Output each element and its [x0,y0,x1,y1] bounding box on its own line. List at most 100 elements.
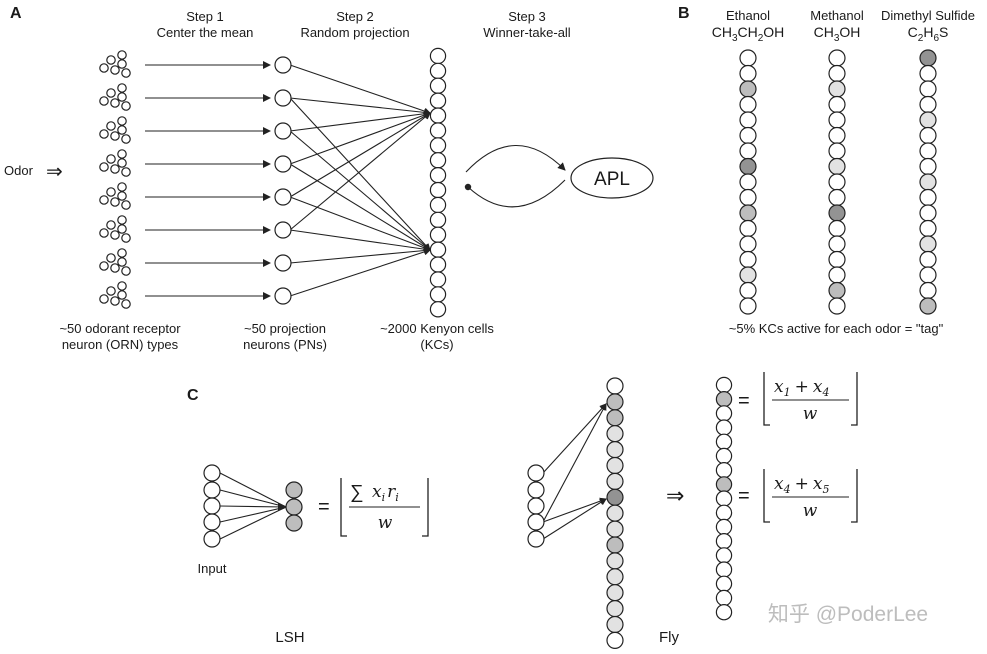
orn-cell [99,129,109,139]
pn-node [274,155,292,173]
orn-cell [117,257,127,267]
kc-tag-node [739,204,757,222]
orn-cell [99,96,109,106]
kc-node [429,152,447,169]
kc-tag-node [919,297,937,315]
kc-node [429,107,447,124]
odor-tag-columns [739,49,937,315]
kc-tag-node [828,173,846,191]
odorant-ethanol-name: Ethanol [726,8,770,23]
fly-formula2-brackets [763,469,858,523]
pn-node [274,221,292,239]
orn-cell [121,167,131,177]
fly-projection-line [542,403,607,523]
pn-to-kc-line [289,247,431,264]
lsh-denominator: w [378,513,393,533]
odorant-dimethyl-sulfide-formula: C2H6S [908,24,949,44]
kc-node [429,92,447,109]
fly-hash-node [715,476,733,493]
apl-neuron [570,157,654,199]
orn-cell [121,299,131,309]
inhibition-terminal [464,183,472,191]
odor-tag-column [739,49,757,315]
tag-caption: ~5% KCs active for each odor = "tag" [729,321,944,336]
fly-input-node [527,497,545,515]
pn-to-kc-line [289,97,431,116]
lsh-input-node [203,481,221,499]
kc-tag-node [739,95,757,114]
fly-formula2-equals: = [738,485,750,507]
fly-projection-line [542,403,607,474]
orn-cell [110,131,120,141]
fly-kc-node [606,472,624,490]
kc-tag-node [739,219,757,238]
pn-node [274,287,292,305]
orn-cluster [99,281,131,309]
kc-node [429,122,447,139]
lsh-arrowhead [278,503,288,511]
kc-tag-node [828,80,846,98]
kc-tag-node [919,204,937,222]
kc-node [429,241,447,258]
orn-cell [106,187,116,197]
step3-subtitle: Winner-take-all [483,25,571,40]
orn-cell [110,263,120,273]
lsh-output-node [285,498,303,516]
orn-cluster [99,182,131,210]
orn-cell [106,88,116,98]
kc-tag-node [828,126,846,145]
fly-input-node [527,481,545,499]
kc-label-line2: (KCs) [420,337,453,352]
kc-tag-node [739,49,757,67]
lsh-equals: = [318,496,330,518]
pn-to-kc-line [289,110,431,132]
fly-kc-node [606,599,624,618]
fly-hash-node [715,575,733,593]
fly-projection-line [542,497,607,523]
lsh-projection-line [219,506,287,540]
fly-title: Fly [659,629,679,646]
lsh-diagram [203,464,303,548]
fly-input-node [527,513,545,531]
orn-cell [99,63,109,73]
pn-node [274,254,292,272]
kc-tag-node [828,219,846,238]
kc-node [429,77,447,95]
kc-tag-node [919,188,937,207]
odorant-dimethyl-sulfide-name: Dimethyl Sulfide [881,8,975,23]
pn-label-line1: ~50 projection [244,321,326,336]
orn-cell [117,281,127,291]
lsh-input-node [203,464,221,482]
kc-tag-node [919,157,937,176]
orn-cell [110,197,120,207]
kc-node [429,226,447,243]
lsh-input-node [203,513,221,531]
fly-kc-node [606,441,624,459]
odorant-ethanol-formula: CH3CH2OH [712,24,785,44]
fly-hash-node [715,490,733,507]
kc-node [429,271,447,288]
fly-kc-node [606,456,624,475]
orn-cell [117,248,127,258]
fly-formula1-equals: = [738,390,750,412]
kc-tag-node [828,250,846,269]
kc-tag-node [919,95,937,114]
kc-node [429,137,447,154]
orn-cell [117,92,127,102]
fly-kc-node [606,552,624,570]
kc-tag-node [828,188,846,207]
kc-tag-node [828,142,846,160]
pn-to-kc-line [289,97,431,251]
kc-tag-node [828,281,846,300]
orn-groups [99,50,131,309]
orn-cell [117,83,127,93]
kc-node [429,47,447,65]
fly-kc-node [606,393,624,411]
pn-to-kc-line [289,64,431,115]
fly-kc-node [606,504,624,522]
orn-cell [117,182,127,192]
fly-kc-node [606,377,624,395]
kc-tag-node [828,49,846,67]
orn-cell [117,59,127,69]
odorant-methanol-name: Methanol [810,8,864,23]
